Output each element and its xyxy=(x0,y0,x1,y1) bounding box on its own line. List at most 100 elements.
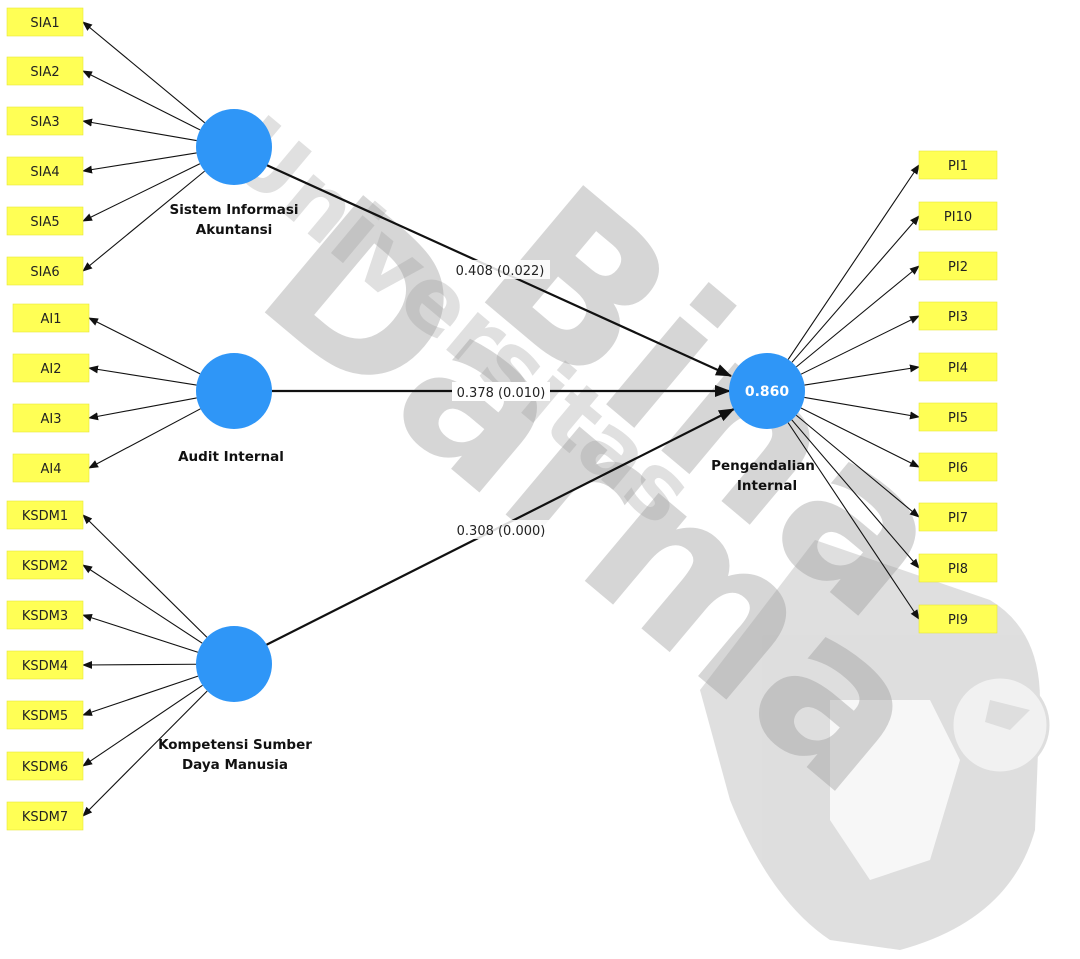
construct-label-pi-line1: Pengendalian xyxy=(711,458,815,474)
indicator-pi3[interactable]: PI3 xyxy=(918,301,998,331)
loading-arrow-ai4 xyxy=(88,408,201,469)
latent-constructs: 0.860 Sistem Informasi Akuntansi Audit I… xyxy=(158,109,815,773)
construct-node-sia[interactable] xyxy=(196,109,272,185)
indicator-label: AI4 xyxy=(41,462,62,477)
loading-arrow-ai2 xyxy=(88,365,197,386)
indicator-label: PI1 xyxy=(948,159,968,174)
construct-label-ksdm-line1: Kompetensi Sumber xyxy=(158,737,312,753)
path-coefficient-ksdm-pi: 0.308 (0.000) xyxy=(457,524,546,539)
indicator-box xyxy=(918,251,998,281)
indicator-ksdm1[interactable]: KSDM1 xyxy=(6,500,84,530)
indicator-label: KSDM5 xyxy=(22,709,68,724)
indicator-box xyxy=(6,256,84,286)
indicator-label: KSDM1 xyxy=(22,509,68,524)
indicator-label: PI9 xyxy=(948,613,968,628)
indicator-box xyxy=(12,353,90,383)
indicator-sia1[interactable]: SIA1 xyxy=(6,7,84,37)
outer-model-arrows xyxy=(82,21,920,817)
indicator-label: SIA4 xyxy=(30,165,59,180)
indicator-box xyxy=(918,301,998,331)
indicator-pi9[interactable]: PI9 xyxy=(918,604,998,634)
shield-logo-watermark xyxy=(700,540,1050,950)
indicator-label: AI2 xyxy=(41,362,62,377)
path-coefficient-sia-pi: 0.408 (0.022) xyxy=(456,264,545,279)
indicator-ai1[interactable]: AI1 xyxy=(12,303,90,333)
construct-node-ai[interactable] xyxy=(196,353,272,429)
loading-arrow-ksdm5 xyxy=(82,675,199,716)
indicator-box xyxy=(6,206,84,236)
indicator-boxes: SIA1SIA2SIA3SIA4SIA5SIA6AI1AI2AI3AI4KSDM… xyxy=(6,7,998,831)
r-squared-value-pi: 0.860 xyxy=(745,384,790,400)
indicator-label: AI3 xyxy=(41,412,62,427)
loading-arrow-sia3 xyxy=(82,118,197,142)
indicator-pi10[interactable]: PI10 xyxy=(918,201,998,231)
indicator-pi5[interactable]: PI5 xyxy=(918,402,998,432)
indicator-ksdm6[interactable]: KSDM6 xyxy=(6,751,84,781)
indicator-label: SIA6 xyxy=(30,265,59,280)
indicator-box xyxy=(6,700,84,730)
indicator-pi7[interactable]: PI7 xyxy=(918,502,998,532)
construct-node-pi[interactable] xyxy=(729,353,805,429)
loading-arrow-sia4 xyxy=(82,152,197,174)
indicator-label: KSDM7 xyxy=(22,810,68,825)
indicator-pi8[interactable]: PI8 xyxy=(918,553,998,583)
indicator-ai4[interactable]: AI4 xyxy=(12,453,90,483)
indicator-ksdm3[interactable]: KSDM3 xyxy=(6,600,84,630)
indicator-pi4[interactable]: PI4 xyxy=(918,352,998,382)
construct-node-ksdm[interactable] xyxy=(196,626,272,702)
loading-arrow-pi8 xyxy=(791,419,920,569)
indicator-ksdm4[interactable]: KSDM4 xyxy=(6,650,84,680)
indicator-ksdm5[interactable]: KSDM5 xyxy=(6,700,84,730)
indicator-box xyxy=(918,352,998,382)
loading-arrow-sia5 xyxy=(82,163,201,222)
construct-label-pi-line2: Internal xyxy=(737,478,797,494)
indicator-label: KSDM6 xyxy=(22,760,68,775)
indicator-pi2[interactable]: PI2 xyxy=(918,251,998,281)
indicator-box xyxy=(918,604,998,634)
indicator-box xyxy=(6,801,84,831)
path-coefficient-ai-pi: 0.378 (0.010) xyxy=(457,386,546,401)
indicator-ai3[interactable]: AI3 xyxy=(12,403,90,433)
loading-arrow-pi3 xyxy=(800,315,920,375)
indicator-box xyxy=(918,150,998,180)
indicator-label: PI7 xyxy=(948,511,968,526)
indicator-ksdm2[interactable]: KSDM2 xyxy=(6,550,84,580)
indicator-label: PI2 xyxy=(948,260,968,275)
indicator-sia2[interactable]: SIA2 xyxy=(6,56,84,86)
indicator-label: KSDM2 xyxy=(22,559,68,574)
indicator-box xyxy=(918,452,998,482)
construct-label-ksdm-line2: Daya Manusia xyxy=(182,757,288,773)
loading-arrow-pi5 xyxy=(804,396,920,420)
loading-arrow-ksdm7 xyxy=(82,690,208,817)
indicator-box xyxy=(6,500,84,530)
indicator-box xyxy=(6,56,84,86)
indicator-box xyxy=(12,403,90,433)
loading-arrow-pi9 xyxy=(787,422,920,620)
indicator-label: PI4 xyxy=(948,361,968,376)
loading-arrow-pi7 xyxy=(795,414,920,518)
indicator-label: PI3 xyxy=(948,310,968,325)
indicator-box xyxy=(12,453,90,483)
indicator-sia5[interactable]: SIA5 xyxy=(6,206,84,236)
indicator-box xyxy=(918,553,998,583)
indicator-pi6[interactable]: PI6 xyxy=(918,452,998,482)
indicator-box xyxy=(918,201,998,231)
indicator-ksdm7[interactable]: KSDM7 xyxy=(6,801,84,831)
indicator-label: PI8 xyxy=(948,562,968,577)
indicator-pi1[interactable]: PI1 xyxy=(918,150,998,180)
loading-arrow-ksdm6 xyxy=(82,684,203,767)
loading-arrow-pi2 xyxy=(796,265,920,368)
indicator-sia6[interactable]: SIA6 xyxy=(6,256,84,286)
indicator-label: AI1 xyxy=(41,312,62,327)
loading-arrow-ksdm4 xyxy=(82,660,197,669)
loading-arrow-ai1 xyxy=(88,317,201,375)
indicator-sia4[interactable]: SIA4 xyxy=(6,156,84,186)
indicator-label: SIA3 xyxy=(30,115,59,130)
indicator-label: KSDM4 xyxy=(22,659,68,674)
indicator-box xyxy=(6,7,84,37)
indicator-ai2[interactable]: AI2 xyxy=(12,353,90,383)
indicator-label: KSDM3 xyxy=(22,609,68,624)
indicator-sia3[interactable]: SIA3 xyxy=(6,106,84,136)
loading-arrow-pi10 xyxy=(791,215,920,363)
